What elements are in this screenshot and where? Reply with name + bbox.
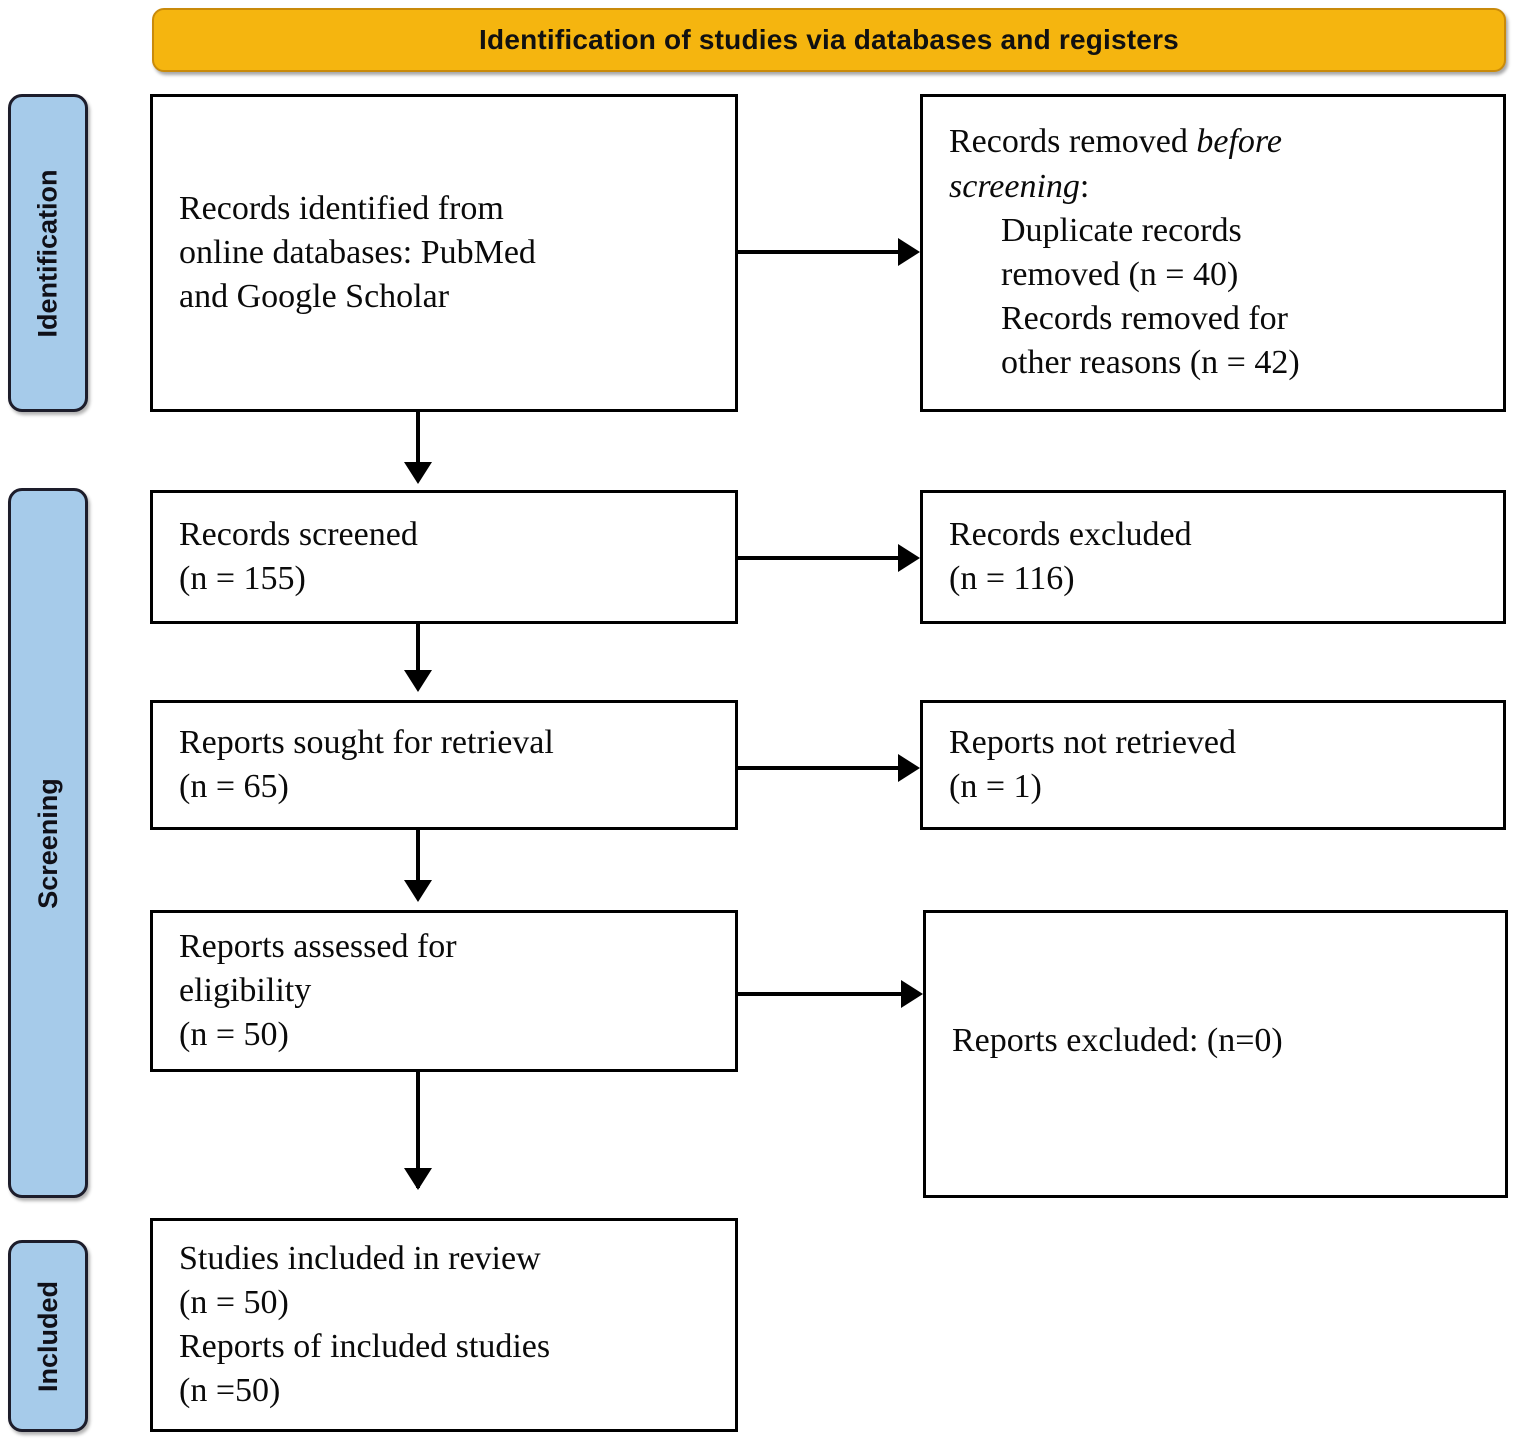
- arrow-sought-to-not-retrieved-head: [898, 754, 920, 782]
- stage-label-identification: Identification: [8, 94, 88, 412]
- box-reports-not-retrieved: Reports not retrieved (n = 1): [920, 700, 1506, 830]
- box-records-excluded: Records excluded (n = 116): [920, 490, 1506, 624]
- arrow-assessed-to-included-head: [404, 1168, 432, 1190]
- arrow-identified-to-screened-line: [416, 412, 420, 468]
- box-reports-sought: Reports sought for retrieval (n = 65): [150, 700, 738, 830]
- records-excluded-line-1: Records excluded: [949, 515, 1192, 553]
- stage-identification-text: Identification: [32, 169, 63, 337]
- diagram-header-banner: Identification of studies via databases …: [152, 8, 1506, 72]
- arrow-identified-to-removed-line: [738, 250, 906, 254]
- records-removed-colon: :: [1079, 167, 1090, 205]
- diagram-title: Identification of studies via databases …: [479, 24, 1179, 55]
- records-removed-line-2: screening:: [949, 165, 1489, 209]
- reports-included-line-1: Reports of included studies: [179, 1328, 551, 1365]
- records-excluded-count: (n = 116): [949, 560, 1075, 597]
- box-records-screened: Records screened (n = 155): [150, 490, 738, 624]
- records-removed-prefix: Records removed: [949, 123, 1197, 161]
- reports-assessed-count: (n = 50): [179, 1016, 289, 1054]
- records-removed-italic-screening: screening: [949, 167, 1080, 205]
- studies-included-line-1: Studies included in review: [179, 1239, 541, 1277]
- arrow-screened-to-sought-line: [416, 624, 420, 676]
- arrow-assessed-to-reports-excluded-line: [738, 992, 908, 996]
- reports-sought-line-1: Reports sought for retrieval: [179, 723, 554, 761]
- box-reports-excluded: Reports excluded: (n=0): [923, 910, 1508, 1198]
- records-identified-line-1: Records identified from: [179, 189, 504, 227]
- records-identified-line-2: online databases: PubMed: [179, 233, 536, 271]
- stage-label-included: Included: [8, 1240, 88, 1432]
- box-studies-included: Studies included in review (n = 50) Repo…: [150, 1218, 738, 1432]
- other-reasons-line-1: Records removed for: [1001, 300, 1289, 338]
- stage-included-text: Included: [32, 1280, 63, 1392]
- reports-not-retrieved-count: (n = 1): [949, 768, 1042, 805]
- reports-sought-count: (n = 65): [179, 768, 289, 805]
- arrow-assessed-to-reports-excluded-head: [901, 980, 923, 1008]
- arrow-sought-to-not-retrieved-line: [738, 766, 906, 770]
- reports-not-retrieved-line-1: Reports not retrieved: [949, 723, 1237, 761]
- arrow-assessed-to-included-line: [416, 1072, 420, 1188]
- duplicate-records-line-1: Duplicate records: [1001, 211, 1242, 249]
- arrow-identified-to-removed-head: [898, 238, 920, 266]
- reports-excluded-line-1: Reports excluded: (n=0): [952, 1022, 1283, 1059]
- stage-label-screening: Screening: [8, 488, 88, 1198]
- box-records-identified: Records identified from online databases…: [150, 94, 738, 412]
- stage-screening-text: Screening: [32, 777, 63, 909]
- records-removed-italic-before: before: [1196, 123, 1282, 161]
- records-removed-line-1: Records removed before: [949, 120, 1489, 164]
- studies-included-count: (n = 50): [179, 1283, 289, 1321]
- arrow-sought-to-assessed-line: [416, 830, 420, 886]
- box-reports-assessed: Reports assessed for eligibility (n = 50…: [150, 910, 738, 1072]
- duplicate-records-count: removed (n = 40): [1001, 256, 1239, 293]
- arrow-screened-to-excluded-line: [738, 556, 906, 560]
- arrow-screened-to-excluded-head: [898, 544, 920, 572]
- arrow-screened-to-sought-head: [404, 670, 432, 692]
- records-screened-count: (n = 155): [179, 560, 306, 597]
- reports-assessed-line-2: eligibility: [179, 971, 312, 1009]
- records-identified-line-3: and Google Scholar: [179, 278, 450, 316]
- reports-included-count: (n =50): [179, 1372, 281, 1410]
- other-reasons-count: other reasons (n = 42): [1001, 344, 1300, 382]
- reports-assessed-line-1: Reports assessed for: [179, 927, 457, 965]
- arrow-sought-to-assessed-head: [404, 880, 432, 902]
- box-records-removed-before-screening: Records removed before screening: Duplic…: [920, 94, 1506, 412]
- records-screened-line-1: Records screened: [179, 515, 418, 553]
- arrow-identified-to-screened-head: [404, 462, 432, 484]
